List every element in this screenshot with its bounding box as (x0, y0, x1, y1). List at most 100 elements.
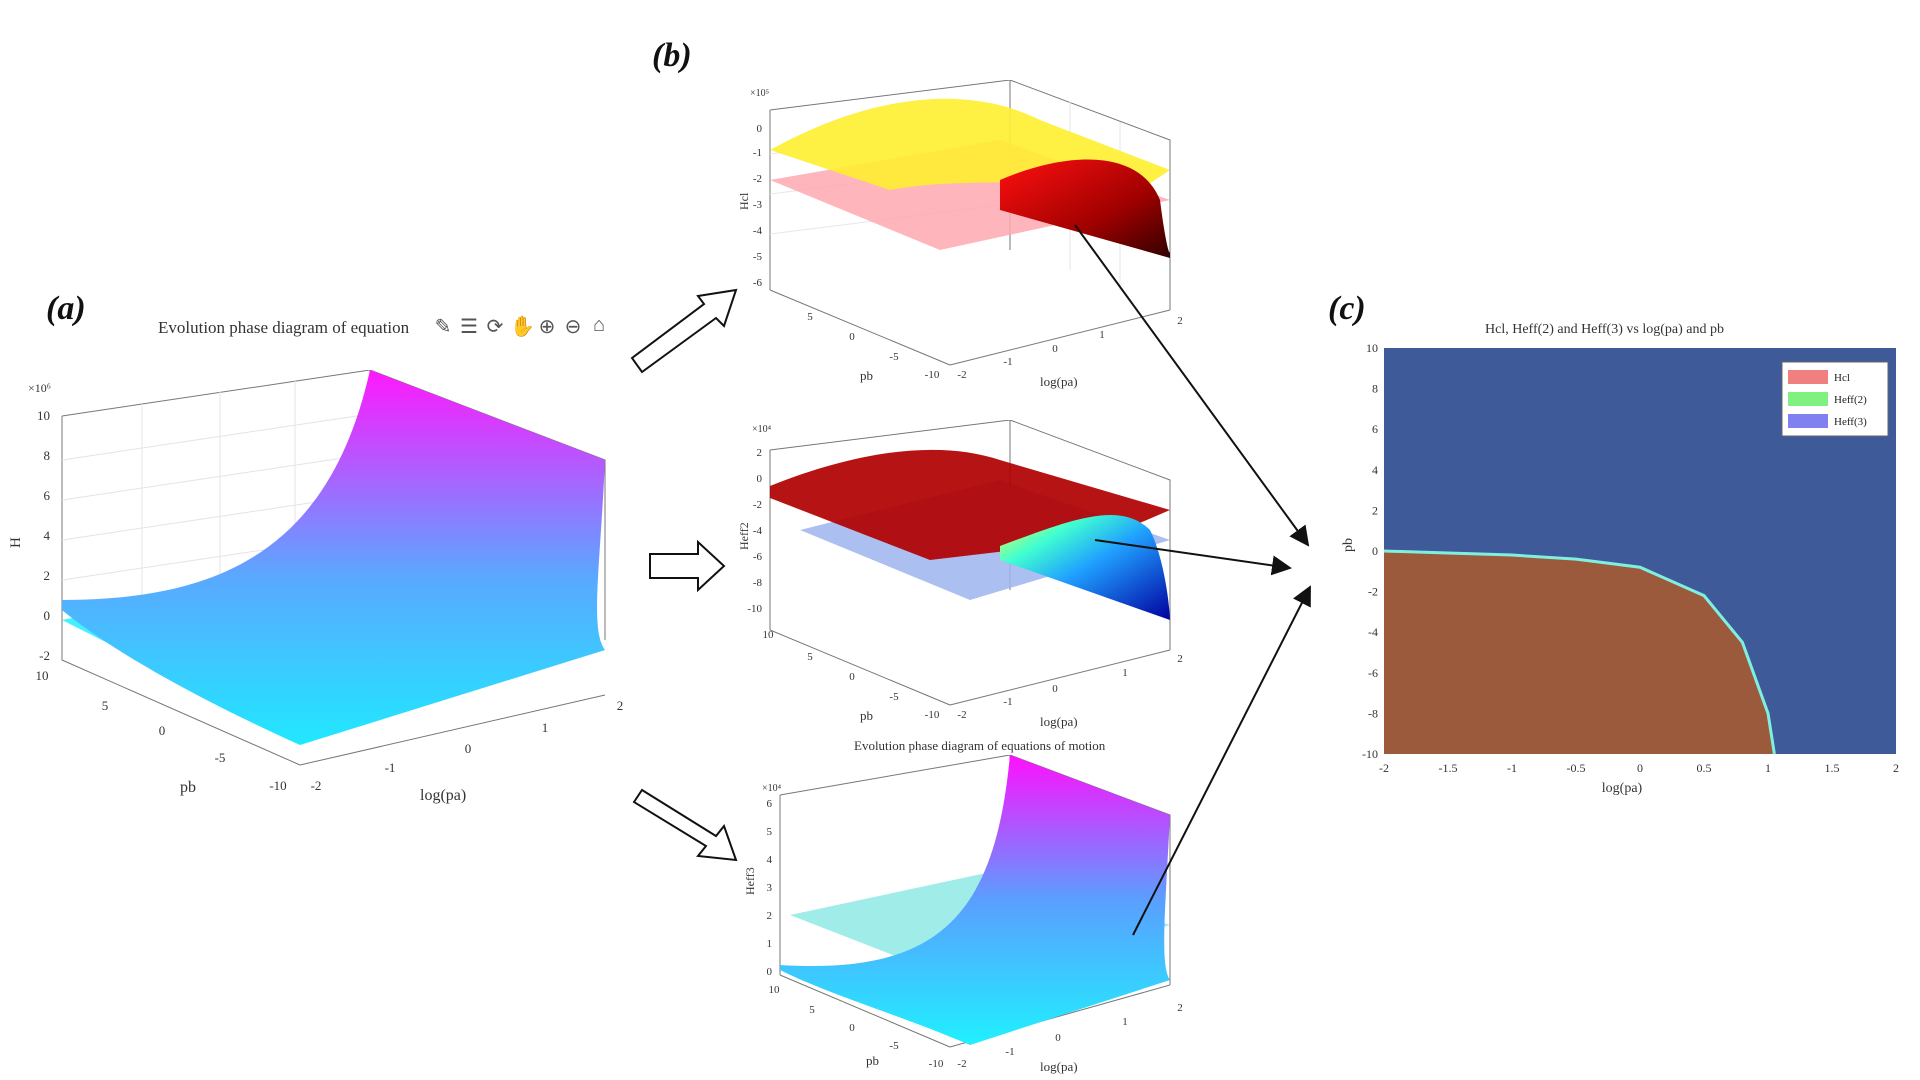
phase-boundary (1383, 549, 1776, 755)
svg-text:-10: -10 (925, 709, 940, 721)
panel-b2-plot: 2 0 -2 -4 -6 -8 -10 ×10⁴ Heff2 10 5 0 -5… (740, 420, 1183, 729)
svg-text:1: 1 (1099, 329, 1105, 341)
svg-text:0: 0 (849, 1022, 855, 1034)
svg-text:4: 4 (767, 854, 773, 866)
panel-a-plot: 10 8 6 4 2 0 -2 ×10⁶ H 10 5 0 -5 -10 pb … (8, 370, 624, 804)
svg-text:2: 2 (1177, 315, 1183, 327)
panel-b1-plot: 0 -1 -2 -3 -4 -5 -6 ×10⁵ Hcl 5 0 -5 -10 … (740, 80, 1183, 389)
svg-text:Heff3: Heff3 (743, 867, 757, 895)
arrow-down-icon (632, 788, 738, 862)
svg-text:-1: -1 (1005, 1046, 1014, 1058)
z-ticks-a: 10 8 6 4 2 0 -2 (37, 408, 51, 663)
svg-text:0: 0 (757, 123, 763, 135)
svg-text:-2: -2 (957, 1058, 966, 1070)
svg-text:-2: -2 (311, 778, 322, 793)
svg-text:-1: -1 (753, 147, 762, 159)
x-tick-label: 1.5 (1825, 761, 1840, 775)
svg-text:-2: -2 (753, 499, 762, 511)
svg-text:-6: -6 (753, 277, 763, 289)
y-tick-label: -8 (1368, 706, 1378, 720)
x-ticks-a: -2 -1 0 1 2 (311, 698, 624, 793)
hollow-arrows (630, 288, 738, 862)
svg-text:0: 0 (1052, 683, 1058, 695)
svg-text:10: 10 (36, 668, 49, 683)
label-b: (b) (652, 37, 692, 74)
datatip-icon[interactable]: ☰ (460, 316, 478, 338)
svg-text:0: 0 (44, 608, 51, 623)
y-tick-label: 10 (1366, 341, 1378, 355)
label-a: (a) (46, 290, 86, 327)
x-tick-label: -1 (1507, 761, 1517, 775)
svg-text:-3: -3 (753, 199, 763, 211)
x-tick-label: 2 (1893, 761, 1899, 775)
svg-text:1: 1 (542, 720, 549, 735)
exponent-a: ×10⁶ (28, 381, 51, 395)
arrow-right-icon (649, 539, 726, 593)
pan-icon[interactable]: ✋ (510, 316, 535, 338)
svg-text:5: 5 (767, 826, 773, 838)
svg-text:log(pa): log(pa) (1040, 374, 1078, 389)
svg-text:10: 10 (769, 984, 781, 996)
svg-text:2: 2 (757, 447, 763, 459)
svg-text:-10: -10 (929, 1058, 944, 1070)
svg-text:1: 1 (1122, 667, 1128, 679)
svg-text:3: 3 (767, 882, 773, 894)
svg-text:2: 2 (1177, 653, 1183, 665)
svg-text:5: 5 (807, 651, 813, 663)
svg-text:-5: -5 (753, 251, 763, 263)
svg-text:log(pa): log(pa) (1040, 1059, 1078, 1074)
svg-text:10: 10 (763, 629, 775, 641)
legend-item-hcl: Hcl (1834, 372, 1850, 384)
x-tick-label: 0 (1637, 761, 1643, 775)
svg-text:-10: -10 (925, 369, 940, 381)
y-tick-label: 8 (1372, 382, 1378, 396)
y-tick-label: 6 (1372, 422, 1378, 436)
y-tick-label: 4 (1372, 463, 1378, 477)
ylabel-c: pb (1341, 538, 1356, 552)
svg-text:-5: -5 (889, 351, 899, 363)
svg-text:Hcl: Hcl (740, 192, 751, 210)
arrow-up-icon (630, 288, 738, 374)
x-tick-label: 1 (1765, 761, 1771, 775)
svg-text:-2: -2 (753, 173, 762, 185)
svg-text:-10: -10 (269, 778, 286, 793)
svg-text:8: 8 (44, 448, 51, 463)
svg-text:-4: -4 (753, 225, 763, 237)
svg-text:-8: -8 (753, 577, 763, 589)
svg-text:0: 0 (1055, 1032, 1061, 1044)
svg-text:2: 2 (767, 910, 773, 922)
y-tick-label: 0 (1372, 544, 1378, 558)
svg-text:5: 5 (807, 311, 813, 323)
hcl-region (1384, 551, 1775, 754)
x-tick-label: -1.5 (1439, 761, 1458, 775)
svg-text:0: 0 (767, 966, 773, 978)
svg-text:0: 0 (1052, 343, 1058, 355)
x-tick-label: -0.5 (1567, 761, 1586, 775)
svg-text:pb: pb (860, 368, 873, 383)
svg-text:-2: -2 (39, 648, 50, 663)
brush-icon[interactable]: ✎ (434, 316, 452, 338)
svg-text:-5: -5 (215, 750, 226, 765)
svg-text:10: 10 (37, 408, 50, 423)
home-icon[interactable]: ⌂ (592, 314, 605, 336)
x-tick-label: 0.5 (1697, 761, 1712, 775)
svg-text:-6: -6 (753, 551, 763, 563)
svg-text:-5: -5 (889, 691, 899, 703)
svg-text:1: 1 (1122, 1016, 1128, 1028)
svg-text:-1: -1 (1003, 696, 1012, 708)
svg-text:2: 2 (1177, 1002, 1183, 1014)
zoom-out-icon[interactable]: ⊖ (564, 316, 582, 338)
y-tick-label: 2 (1372, 503, 1378, 517)
xlabel-a: log(pa) (420, 787, 466, 804)
xlabel-c: log(pa) (1602, 781, 1643, 796)
y-tick-label: -2 (1368, 585, 1378, 599)
legend-item-heff3: Heff(3) (1834, 416, 1867, 428)
svg-text:6: 6 (44, 488, 51, 503)
svg-text:-4: -4 (753, 525, 763, 537)
rotate-icon[interactable]: ⟳ (486, 316, 504, 338)
zoom-in-icon[interactable]: ⊕ (538, 316, 556, 338)
svg-text:1: 1 (767, 938, 773, 950)
svg-text:0: 0 (757, 473, 763, 485)
